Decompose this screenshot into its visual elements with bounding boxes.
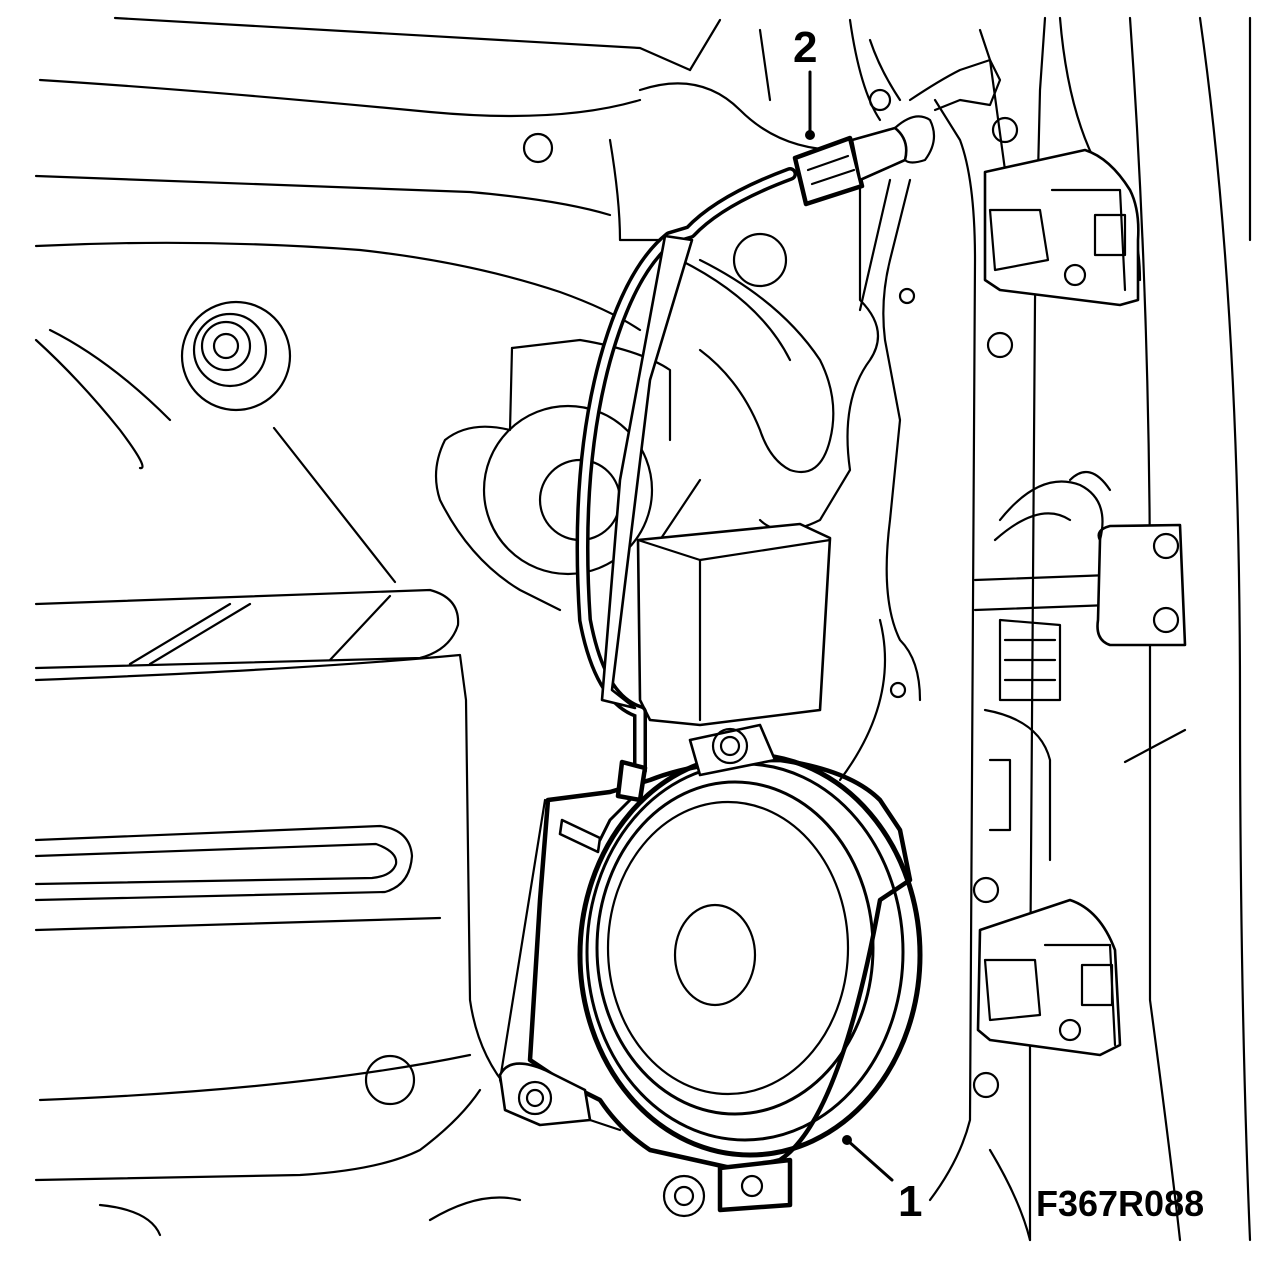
door-pillar	[688, 16, 1252, 1242]
regulator-motor	[434, 82, 916, 727]
speaker-assembly	[498, 618, 923, 1218]
callout-label-1: 1	[898, 1177, 923, 1226]
callout-leaders	[805, 70, 894, 1182]
panel-grommet	[180, 300, 292, 412]
callout-label-2: 2	[793, 23, 818, 72]
figure-code: F367R088	[1036, 1183, 1205, 1224]
speaker-connector	[792, 38, 1002, 207]
lower-hinge	[972, 876, 1122, 1099]
door-inner-panel	[34, 16, 692, 1237]
upper-hinge	[983, 116, 1140, 359]
leader-dot-1	[842, 1135, 852, 1145]
leader-dot-2	[805, 130, 815, 140]
door-check-strap	[973, 470, 1187, 862]
speaker-wiring-harness	[575, 167, 797, 842]
